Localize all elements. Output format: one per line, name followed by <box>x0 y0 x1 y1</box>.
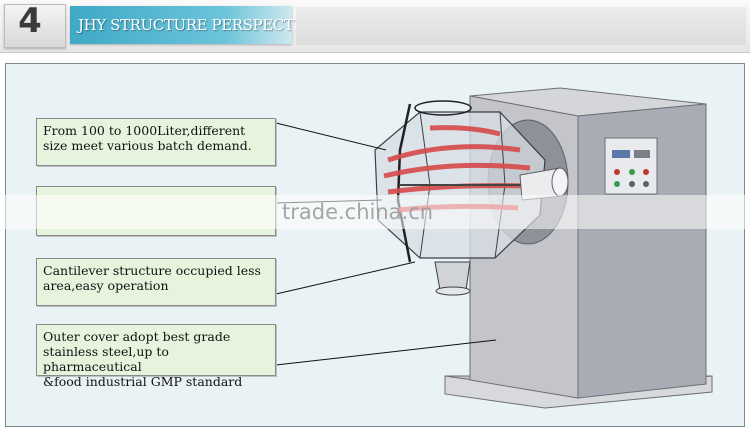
leader-line-1 <box>275 122 387 151</box>
callout-cantilever: Cantilever structure occupied less area,… <box>36 258 276 306</box>
callout-capacity: From 100 to 1000Liter,different size mee… <box>36 118 276 166</box>
header-strip <box>296 6 746 45</box>
callout-outer-cover: Outer cover adopt best grade stainless s… <box>36 324 276 389</box>
title-bar <box>70 6 292 44</box>
watermark-band <box>0 195 750 229</box>
watermark-text: trade.china.cn <box>282 200 434 224</box>
step-number-box <box>4 4 66 48</box>
leader-line-4 <box>275 339 497 366</box>
section-title: JHY STRUCTURE PERSPECTIVE <box>78 16 320 34</box>
leader-line-3 <box>275 261 416 295</box>
step-number: 4 <box>18 1 42 41</box>
